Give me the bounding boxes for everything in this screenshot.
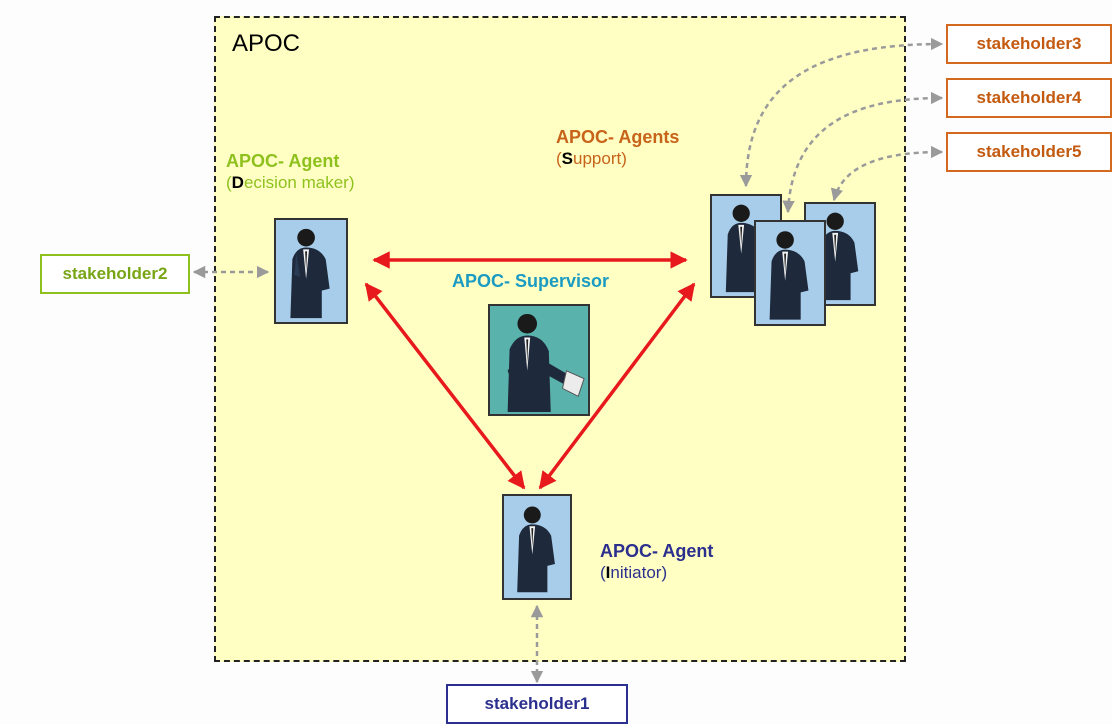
stakeholder1-box: stakeholder1 bbox=[446, 684, 628, 724]
initiator-agent-label: APOC- Agent (Initiator) bbox=[600, 540, 713, 584]
support-agents-title: APOC- Agents bbox=[556, 127, 680, 147]
businessman-icon bbox=[517, 506, 555, 593]
arrow-support-initiator bbox=[538, 282, 696, 490]
stakeholder3-box: stakeholder3 bbox=[946, 24, 1112, 64]
decision-agent-title: APOC- Agent bbox=[226, 151, 340, 171]
dash-stakeholder3 bbox=[739, 37, 944, 188]
initiator-agent-title: APOC- Agent bbox=[600, 541, 714, 561]
arrow-decision-initiator bbox=[364, 282, 526, 490]
stakeholder5-box: stakeholder5 bbox=[946, 132, 1112, 172]
supervisor-figure bbox=[488, 304, 590, 416]
supervisor-label: APOC- Supervisor bbox=[452, 271, 610, 291]
support-agent-figure-2 bbox=[754, 220, 826, 326]
apoc-title: APOC bbox=[232, 30, 301, 57]
dash-stakeholder5 bbox=[830, 145, 944, 202]
businessman-icon bbox=[769, 231, 809, 320]
decision-agent-role: (Decision maker) bbox=[226, 173, 355, 192]
stakeholder4-box: stakeholder4 bbox=[946, 78, 1112, 118]
dash-stakeholder4 bbox=[782, 91, 944, 214]
stakeholder2-box: stakeholder2 bbox=[40, 254, 190, 294]
support-agents-label: APOC- Agents (Support) bbox=[556, 126, 679, 170]
support-agents-role: (Support) bbox=[556, 149, 627, 168]
supervisor-with-paper-icon bbox=[507, 313, 585, 412]
initiator-agent-role: (Initiator) bbox=[600, 563, 668, 582]
businessman-icon bbox=[819, 212, 859, 301]
decision-agent-figure bbox=[274, 218, 348, 324]
businessman-icon bbox=[290, 228, 330, 319]
initiator-agent-figure bbox=[502, 494, 572, 600]
decision-agent-label: APOC- Agent (Decision maker) bbox=[226, 150, 355, 194]
